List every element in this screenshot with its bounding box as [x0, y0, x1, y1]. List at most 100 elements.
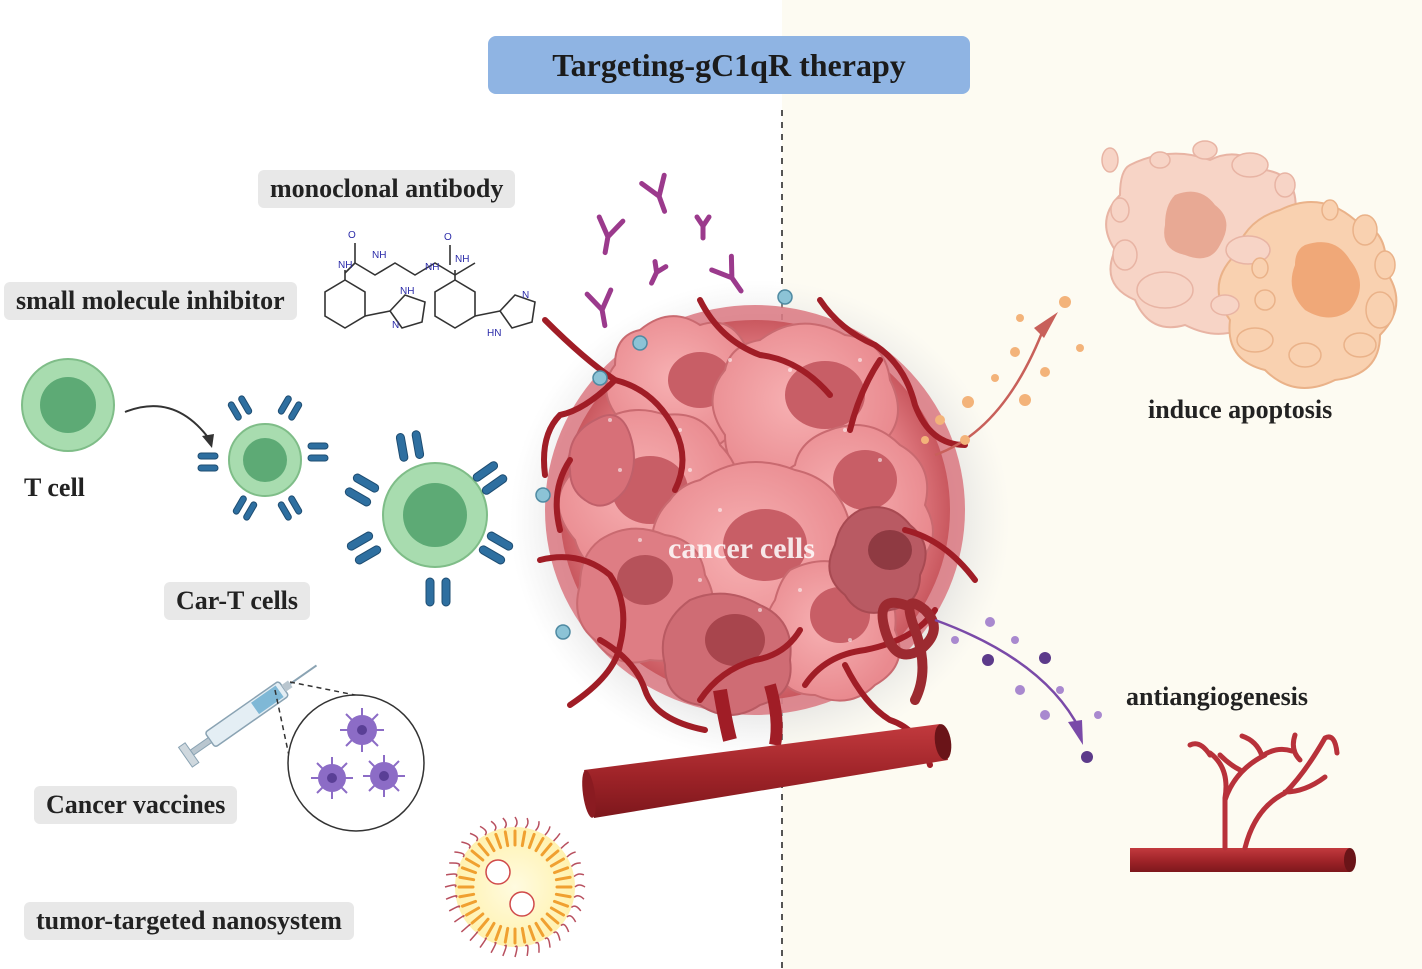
lipid-head [465, 857, 481, 868]
lipid-head [477, 842, 490, 857]
lipid-head [494, 924, 503, 942]
peg-chain [449, 862, 461, 868]
lipid-head [554, 892, 572, 899]
peg-chain [460, 923, 471, 933]
peg-chain [573, 895, 585, 900]
lipid-head [458, 892, 476, 899]
title-banner: Targeting-gC1qR therapy [488, 36, 970, 94]
peg-chain [445, 873, 458, 878]
peg-chain [444, 884, 457, 888]
car-t-cell-small [197, 395, 329, 521]
vaccine-zoom-circle [287, 694, 425, 832]
lipid-head [503, 830, 510, 848]
atom-o-2: O [444, 232, 452, 243]
peg-chain [502, 944, 507, 957]
lipid-head [520, 830, 527, 848]
peg-chain [490, 820, 497, 832]
tcell-arrow-head [202, 434, 214, 448]
lipid-head [554, 875, 572, 882]
antiangio-arrow-head [1068, 720, 1083, 745]
label-car-t-cells: Car-T cells [164, 582, 311, 620]
zoom-line-1 [274, 689, 293, 771]
antibody-icon [584, 287, 614, 329]
atom-nh-2: NH [372, 250, 386, 261]
lipid-head [527, 832, 536, 850]
tortuous-vessel [877, 597, 939, 705]
peg-chain [553, 832, 561, 842]
small-molecule-structure [324, 243, 536, 329]
apoptosis-arrow-head [1034, 312, 1058, 338]
atom-n-2: N [522, 290, 529, 301]
lipid-head [470, 912, 485, 925]
peg-chain [570, 905, 582, 912]
peg-chain [469, 832, 479, 842]
dendritic-cells [311, 708, 405, 799]
lipid-head [460, 899, 478, 908]
peg-chain [560, 923, 570, 933]
cell-texture-dots [608, 358, 882, 642]
lipid-head [545, 849, 560, 862]
label-monoclonal-antibody: monoclonal antibody [258, 170, 516, 208]
peg-chain [553, 931, 561, 941]
antibody-icon [639, 172, 668, 214]
lipid-head [527, 924, 536, 942]
peg-chain [479, 937, 487, 949]
atom-hn-1: HN [487, 328, 501, 339]
lipid-head [540, 917, 553, 932]
lipid-head [540, 842, 553, 857]
peg-chain [469, 931, 479, 942]
label-tumor-targeted-nanosystem: tumor-targeted nanosystem [24, 902, 354, 940]
lipid-head [503, 926, 510, 944]
lipid-head [520, 926, 527, 944]
peg-chain [448, 905, 461, 912]
peg-chain [574, 884, 586, 888]
atom-h-1: NH [400, 286, 414, 297]
atom-o-1: O [348, 230, 356, 241]
lipid-head [545, 912, 560, 925]
gc1qr-receptors [535, 289, 793, 640]
tumor-mass [510, 280, 1010, 768]
peg-chain [490, 941, 497, 954]
tumor-vessel-network [537, 297, 978, 768]
lipid-head [534, 921, 545, 937]
lipid-head [549, 857, 565, 868]
label-cancer-vaccines: Cancer vaccines [34, 786, 238, 824]
peg-chain [570, 862, 581, 868]
apoptosis-particles [921, 296, 1084, 445]
peg-chain [573, 873, 585, 878]
atom-nh-3: NH [425, 262, 439, 273]
cancer-cells [557, 315, 934, 716]
molecule-atom-labels: O O NH NH NH NH NH N HN N [338, 230, 529, 339]
antiangio-particles [951, 617, 1102, 763]
apoptosis-arrow [934, 324, 1047, 457]
peg-chain [514, 816, 518, 828]
tcell-arrow [124, 405, 211, 441]
peg-chain [544, 937, 551, 948]
atom-nh-1: NH [338, 260, 352, 271]
peg-chain [534, 821, 540, 832]
nanoparticle-icon [444, 816, 586, 958]
lipid-head [549, 906, 565, 917]
apoptotic-cells [1101, 140, 1398, 389]
peg-chain [524, 817, 529, 829]
lipid-head [485, 837, 496, 853]
label-t-cell: T cell [24, 473, 85, 502]
lipid-head [465, 906, 481, 917]
lipid-head [458, 875, 476, 882]
lipid-head [552, 899, 570, 908]
antibody-icon [694, 214, 712, 241]
lipid-head [534, 837, 545, 853]
peg-chain [524, 944, 529, 957]
main-blood-vessel [582, 683, 952, 818]
lipid-head [470, 849, 485, 862]
lipid-head [494, 832, 503, 850]
peg-chain [454, 851, 465, 858]
lipid-head [477, 917, 490, 932]
peg-chain [566, 851, 576, 858]
pruned-vessel [1130, 732, 1356, 872]
antibodies [584, 172, 744, 329]
peg-chain [479, 825, 487, 836]
label-cancer-cells: cancer cells [668, 532, 815, 565]
